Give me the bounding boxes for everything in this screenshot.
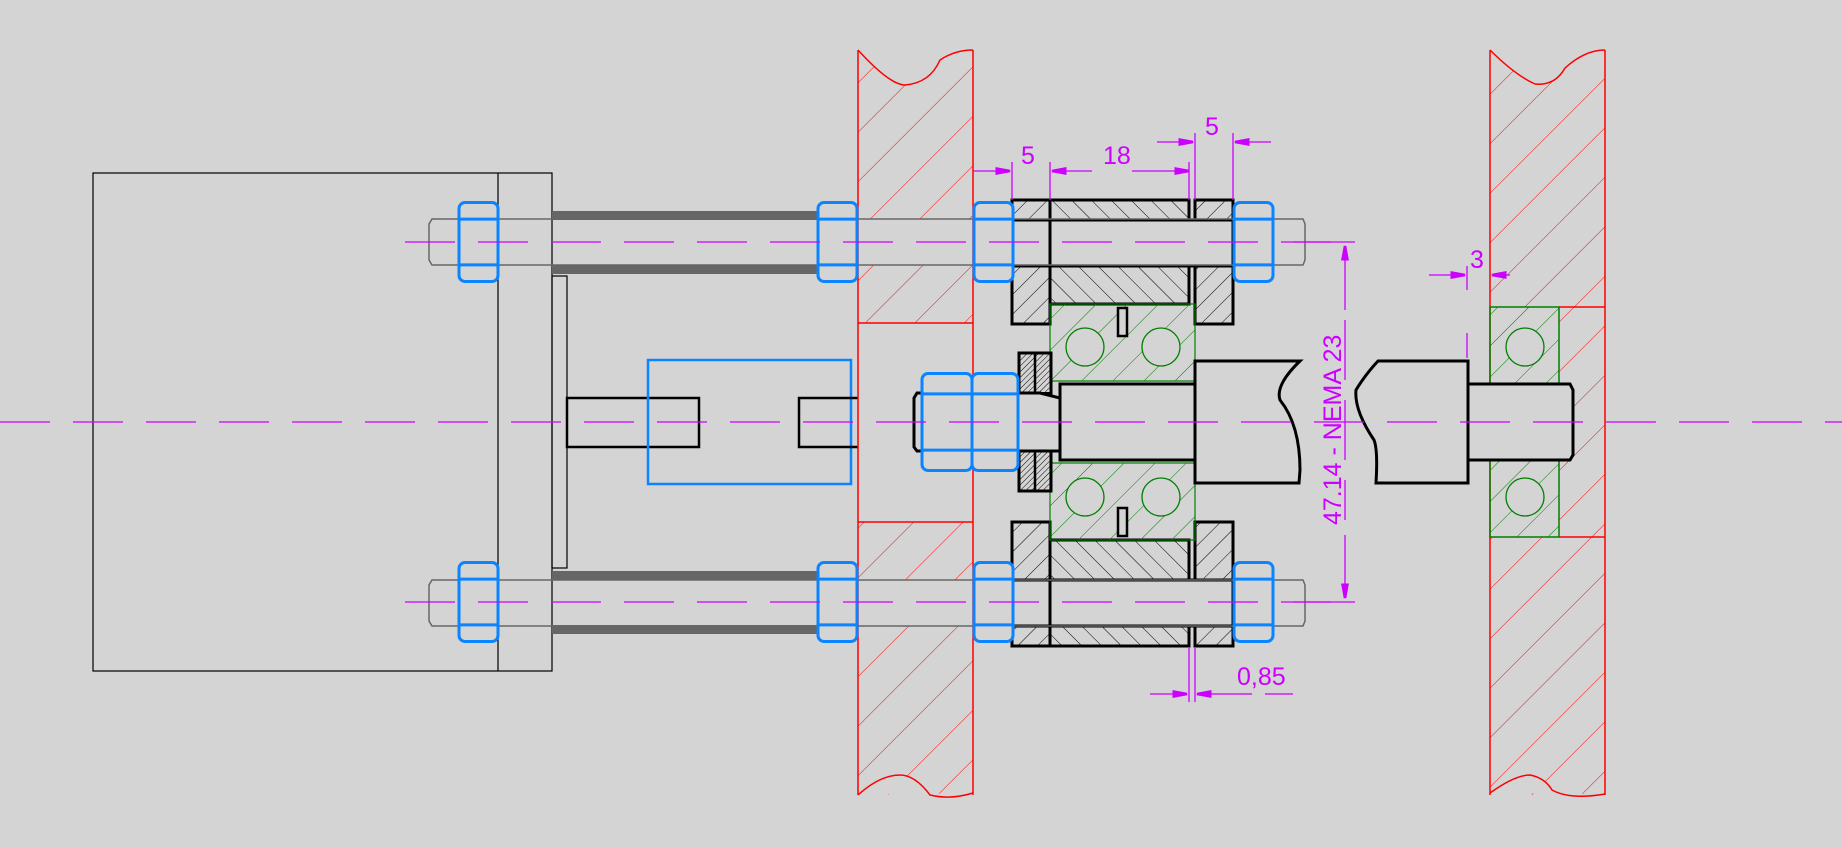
dim-label-5-left: 5 bbox=[1021, 142, 1035, 170]
dim-label-18: 18 bbox=[1103, 142, 1131, 170]
bolt-top bbox=[428, 218, 1306, 266]
bearing-right bbox=[1489, 306, 1560, 538]
dim-label-5-right: 5 bbox=[1205, 113, 1219, 141]
spacer-tubes bbox=[552, 211, 818, 634]
bearing-housing[interactable] bbox=[1010, 198, 1235, 648]
bolt-bottom bbox=[428, 579, 1306, 627]
dim-label-3: 3 bbox=[1470, 246, 1484, 274]
dimension-labels: 5 18 5 3 0,85 47.14 - NEMA 23 bbox=[1021, 113, 1484, 691]
center-lines bbox=[0, 241, 1842, 603]
bearing-left-pair bbox=[1049, 303, 1196, 541]
dim-label-0-85: 0,85 bbox=[1237, 663, 1286, 691]
dim-label-nema23: 47.14 - NEMA 23 bbox=[1319, 335, 1347, 525]
dimension-lines bbox=[973, 133, 1510, 702]
